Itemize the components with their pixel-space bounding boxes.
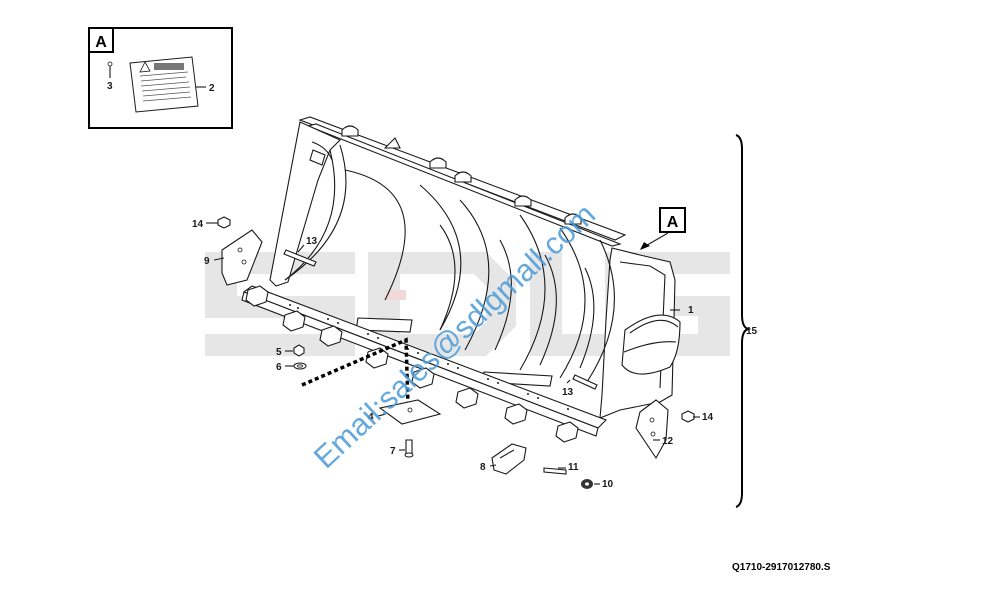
callout-14-right: 14 — [702, 412, 714, 423]
washer-10 — [581, 479, 593, 489]
callout-13-upper: 13 — [306, 236, 318, 247]
view-a-marker: A — [640, 207, 686, 250]
bucket-assembly — [241, 116, 681, 443]
wear-plate-4 — [378, 399, 442, 425]
callout-14-left: 14 — [192, 219, 204, 230]
side-cutter-left — [221, 229, 263, 286]
callout-13-lower: 13 — [562, 387, 574, 398]
bucket-teeth — [245, 285, 579, 443]
callout-labels: 1 2 3 4 5 6 7 8 9 10 11 12 13 13 14 14 — [107, 81, 714, 490]
assembly-callout: 15 — [746, 326, 758, 337]
nut-left — [217, 216, 231, 229]
callout-4: 4 — [368, 412, 374, 423]
callout-3: 3 — [107, 81, 113, 92]
detail-a-box: A — [88, 27, 233, 129]
callout-9: 9 — [204, 256, 210, 267]
bolt-left — [283, 249, 317, 267]
callout-1: 1 — [688, 305, 694, 316]
rivet — [107, 61, 113, 67]
side-cutter-right — [635, 399, 669, 460]
drawing-number: Q1710-2917012780.S — [732, 562, 831, 573]
bolt-right — [572, 374, 598, 390]
callout-2: 2 — [209, 83, 215, 94]
washer-6 — [293, 362, 307, 370]
callout-5: 5 — [276, 347, 282, 358]
callout-11: 11 — [568, 462, 579, 473]
callout-10: 10 — [602, 479, 614, 490]
callout-7: 7 — [390, 446, 396, 457]
bolt-7 — [404, 439, 414, 458]
callout-8: 8 — [480, 462, 486, 473]
callout-12: 12 — [662, 436, 674, 447]
nut-right — [681, 410, 695, 423]
detail-a-label: A — [95, 34, 107, 51]
pin-11 — [543, 467, 567, 475]
leader-lines — [206, 222, 700, 485]
callout-6: 6 — [276, 362, 282, 373]
warning-plate — [129, 56, 199, 113]
nut-5 — [293, 344, 305, 357]
cutting-edge-holes — [289, 304, 569, 410]
tooth-adapter-8 — [491, 443, 527, 475]
assembly-brace — [735, 134, 752, 508]
view-a-label: A — [667, 214, 679, 231]
